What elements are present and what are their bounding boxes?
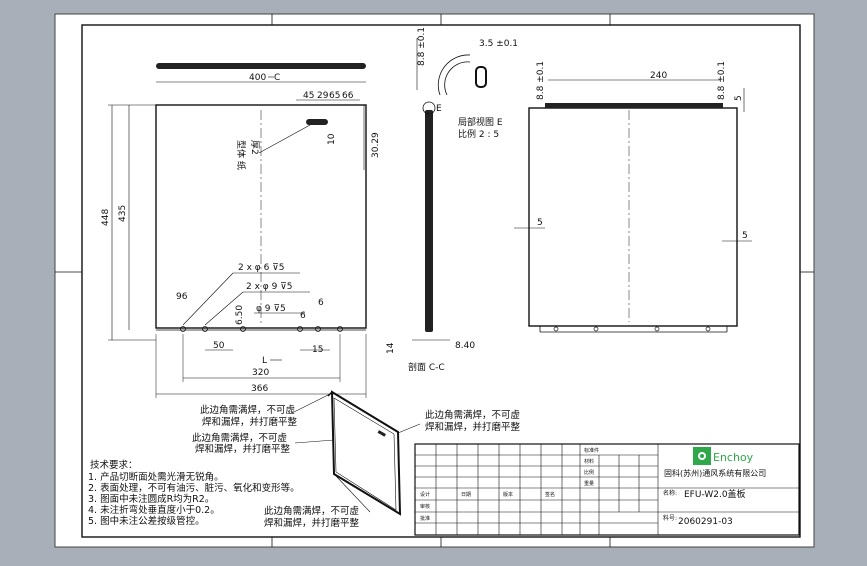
tb-cell-scale: 比例 <box>584 469 594 476</box>
top-bar-outline <box>156 63 366 69</box>
detail-dim-3-5: 3.5 ±0.1 <box>479 39 518 49</box>
bottom-holes <box>180 326 343 332</box>
tech-title: 技术要求： <box>90 459 138 471</box>
dim-8-8-right: 8.8 ±0.1 <box>717 61 727 100</box>
tb-cell-standard: 标准件 <box>584 447 599 454</box>
side-section <box>425 110 433 332</box>
callout-material: 型体 纸 <box>235 140 247 170</box>
tb-cell-material: 材料 <box>584 458 594 465</box>
front-view: 400 C 45 29 65 66 10 30.29 型体 纸 厚2 448 4… <box>101 63 381 398</box>
right-view: 240 8.8 ±0.1 8.8 ±0.1 5 5 5 <box>514 61 752 333</box>
tb-cell-sign: 签名 <box>545 491 555 498</box>
company-name: 固科(苏州)通风系统有限公司 <box>664 468 766 478</box>
weld-note-3-line1: 此边角需满焊，不可虚 <box>425 409 520 421</box>
tech-item-3: 3. 图面中未注圆成R均为R2。 <box>88 493 214 505</box>
tech-requirements: 技术要求： 1. 产品切断面处需光滑无锐角。 2. 表面处理，不可有油污、脏污、… <box>88 459 300 527</box>
tb-cell-date: 日期 <box>461 492 471 498</box>
hole-callout-3: φ 9 ⊽5 <box>256 304 286 314</box>
detail-scale: 比例 2 : 5 <box>458 128 499 140</box>
detail-letter-e: E <box>436 104 442 114</box>
weld-note-1-line2: 焊和漏焊，并打磨平整 <box>202 416 298 428</box>
dim-6b: 6 <box>318 298 324 308</box>
part-number: 2060291-03 <box>678 517 733 527</box>
dim-5-right: 5 <box>742 231 748 241</box>
slot-feature <box>306 119 328 125</box>
dim-6a: 6 <box>300 311 306 321</box>
hole-callout-1: 2 x φ 6 ⊽5 <box>238 263 284 273</box>
title-block: 标准件 材料 比例 重量 设计 审核 批准 日期 版本 签名 Enchoy 固科… <box>414 443 800 536</box>
dim-240: 240 <box>650 71 667 81</box>
dim-15: 15 <box>312 345 323 355</box>
dim-50: 50 <box>213 341 225 351</box>
tech-item-5: 5. 图中未注公差按级管控。 <box>88 515 205 527</box>
section-title: 剖面 C-C <box>408 361 445 373</box>
tb-cell-version: 版本 <box>503 491 513 498</box>
dim-96: 96 <box>176 292 188 302</box>
side-view: E 14 8.40 剖面 C-C 8.8 ±0.1 3.5 ±0.1 局部视图 … <box>386 27 518 373</box>
plate-outline <box>155 104 367 329</box>
tb-cell-check: 审核 <box>420 503 430 510</box>
dim-66: 66 <box>342 91 354 101</box>
dim-14: 14 <box>386 342 396 354</box>
dim-30-29: 30.29 <box>371 132 381 158</box>
dim-8-40: 8.40 <box>455 341 475 351</box>
weld-note-1-line1: 此边角需满焊，不可虚 <box>200 404 295 416</box>
logo-text: Enchoy <box>713 451 754 464</box>
drawing-name: EFU-W2.0盖板 <box>684 488 746 500</box>
dim-400: 400 <box>249 73 266 83</box>
zone-ticks <box>55 14 814 547</box>
weld-note-3-line2: 焊和漏焊，并打磨平整 <box>425 421 521 433</box>
detail-hook <box>475 66 487 88</box>
weld-note-4-line2: 焊和漏焊，并打磨平整 <box>264 517 360 529</box>
hole-callout-2: 2 x φ 9 ⊽5 <box>246 282 292 292</box>
dim-435: 435 <box>118 205 128 222</box>
tb-cell-weight: 重量 <box>584 480 594 487</box>
dim-448: 448 <box>101 209 111 226</box>
dim-6-50: 6.50 <box>235 305 245 325</box>
dim-29: 29 <box>317 91 329 101</box>
logo-mark-icon <box>693 447 711 465</box>
tb-cell-design: 设计 <box>420 491 430 498</box>
tb-cell-approve: 批准 <box>420 515 430 522</box>
callout-thickness: 厚2 <box>249 140 260 155</box>
company-logo: Enchoy 固科(苏州)通风系统有限公司 <box>664 447 766 478</box>
dim-5-left: 5 <box>537 218 543 228</box>
section-letter-c: C <box>274 73 280 83</box>
dim-8-8-left: 8.8 ±0.1 <box>536 61 546 100</box>
detail-title: 局部视图 E <box>458 116 503 128</box>
tech-item-4: 4. 未注折弯处垂直度小于0.2。 <box>88 504 220 516</box>
weld-note-2-line1: 此边角需满焊，不可虚 <box>192 432 287 444</box>
dim-10: 10 <box>327 133 337 145</box>
tech-item-1: 1. 产品切断面处需光滑无锐角。 <box>88 471 224 483</box>
tech-item-2: 2. 表面处理，不可有油污、脏污、氧化和变形等。 <box>88 482 300 494</box>
iso-view: 此边角需满焊，不可虚 焊和漏焊，并打磨平整 此边角需满焊，不可虚 焊和漏焊，并打… <box>192 390 521 529</box>
part-no-label: 料号: <box>663 514 677 522</box>
dim-5-top: 5 <box>734 95 744 101</box>
dim-366: 366 <box>251 384 268 394</box>
weld-note-4-line1: 此边角需满焊，不可虚 <box>264 505 359 517</box>
drawing-name-label: 名称: <box>663 489 677 497</box>
drawing-sheet <box>54 13 815 548</box>
dim-65: 65 <box>329 91 340 101</box>
dim-45: 45 <box>303 91 314 101</box>
section-letter-l: L <box>262 356 267 366</box>
right-bottom-holes <box>553 326 711 332</box>
weld-note-2-line2: 焊和漏焊，并打磨平整 <box>195 443 291 455</box>
dim-320: 320 <box>252 368 269 378</box>
detail-dim-8-8: 8.8 ±0.1 <box>417 27 427 66</box>
